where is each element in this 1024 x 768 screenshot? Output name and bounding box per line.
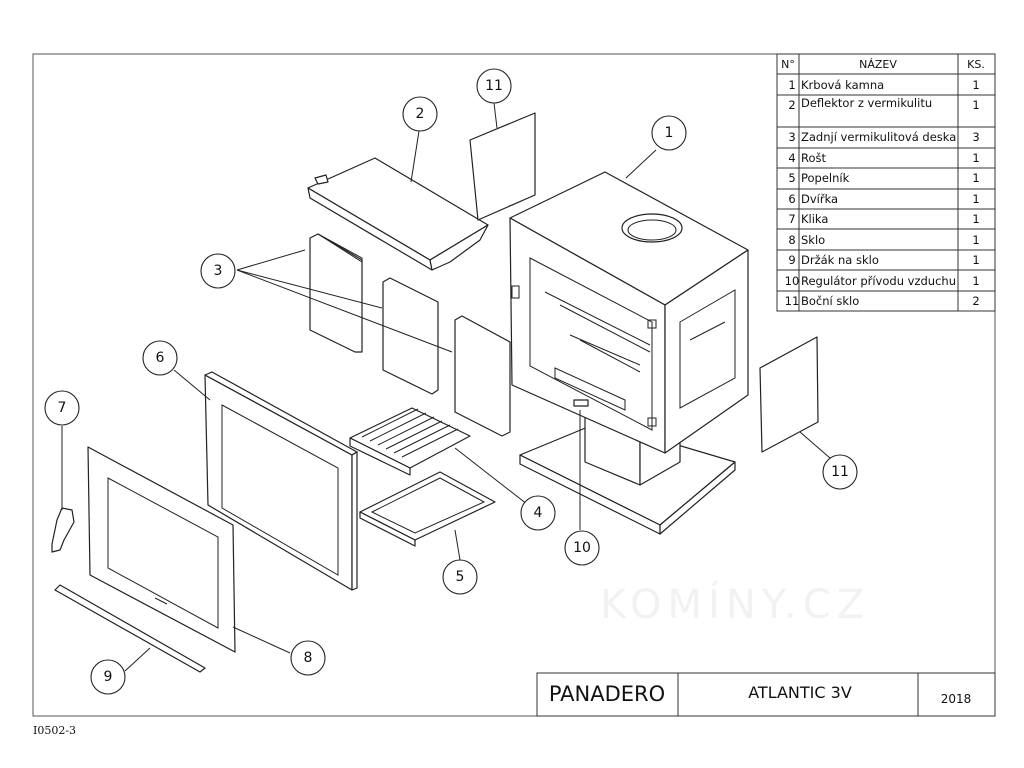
svg-text:Klika: Klika [801,212,828,226]
svg-text:7: 7 [788,212,795,226]
grate-part [349,407,471,476]
ash-pan-part [359,471,496,547]
svg-text:10: 10 [785,274,800,288]
stove-body-part [509,171,749,535]
callout-7: 7 [44,390,80,426]
svg-text:1: 1 [972,151,979,165]
door-part [204,371,358,591]
deflector-part [307,157,489,271]
svg-text:1: 1 [972,212,979,226]
glass-part [87,446,236,653]
svg-text:8: 8 [304,650,313,666]
side-glass-upper-part [469,112,536,221]
svg-text:1: 1 [788,78,795,92]
callout-8: 8 [290,640,326,676]
svg-text:3: 3 [214,263,223,279]
glass-holder-part [54,584,206,673]
brand-name: PANADERO [549,682,665,706]
table-row: 6 Dvířka 1 [788,192,979,206]
svg-text:9: 9 [788,253,795,267]
callout-10: 10 [564,530,600,566]
svg-text:1: 1 [972,274,979,288]
svg-text:2: 2 [972,294,979,308]
callout-11-upper: 11 [476,68,512,104]
svg-text:Deflektor z vermikulitu: Deflektor z vermikulitu [801,96,932,110]
callout-5: 5 [442,559,478,595]
svg-text:7: 7 [58,400,67,416]
svg-text:Rošt: Rošt [801,151,827,165]
callout-11-right: 11 [822,454,858,490]
svg-text:Dvířka: Dvířka [801,192,838,206]
svg-text:1: 1 [972,171,979,185]
table-row: 8 Sklo 1 [788,233,979,247]
table-header-number: N° [781,58,795,71]
svg-text:4: 4 [788,151,795,165]
callout-6: 6 [142,340,178,376]
svg-text:6: 6 [788,192,795,206]
svg-text:11: 11 [831,464,849,480]
handle-part [51,507,75,553]
callout-4: 4 [520,495,556,531]
svg-text:1: 1 [972,78,979,92]
callout-3: 3 [200,253,236,289]
table-row: 4 Rošt 1 [788,151,979,165]
svg-text:2: 2 [416,106,425,122]
callout-1: 1 [651,115,687,151]
svg-text:8: 8 [788,233,795,247]
svg-text:Držák na sklo: Držák na sklo [801,253,879,267]
svg-text:Zadnjí vermikulitová deska: Zadnjí vermikulitová deska [801,130,956,144]
watermark-text: KOMÍNY.CZ [600,580,870,628]
svg-text:Boční sklo: Boční sklo [801,294,859,308]
svg-text:3: 3 [788,130,795,144]
table-header-name: NÁZEV [859,58,897,71]
svg-text:5: 5 [788,171,795,185]
side-glass-right-part [759,336,819,453]
table-row: 11 Boční sklo 2 [785,294,980,308]
vermiculite-plate-part [309,233,511,437]
table-row: 10 Regulátor přívodu vzduchu 1 [785,274,980,288]
table-row: 7 Klika 1 [788,212,979,226]
drawing-year: 2018 [941,692,972,706]
svg-text:1: 1 [972,253,979,267]
callout-2: 2 [402,96,438,132]
svg-text:Krbová kamna: Krbová kamna [801,78,884,92]
table-row: 1 Krbová kamna 1 [788,78,979,92]
svg-text:1: 1 [665,125,674,141]
svg-text:10: 10 [573,540,591,556]
svg-text:9: 9 [104,669,113,685]
table-header-qty: KS. [967,58,985,71]
svg-text:Popelník: Popelník [801,171,850,185]
svg-text:11: 11 [485,78,503,94]
svg-text:1: 1 [972,98,979,112]
table-row: 2 Deflektor z vermikulitu 1 [788,96,979,112]
drawing-code: I0502-3 [33,724,76,737]
drawing-frame [32,53,996,717]
model-name: ATLANTIC 3V [748,683,852,702]
title-block: PANADERO ATLANTIC 3V 2018 [536,672,996,717]
parts-table: N° NÁZEV KS. 1 Krbová kamna 1 2 Deflekto… [776,53,996,312]
svg-text:1: 1 [972,233,979,247]
svg-text:5: 5 [456,569,465,585]
table-row: 9 Držák na sklo 1 [788,253,979,267]
table-row: 3 Zadnjí vermikulitová deska 3 [788,130,979,144]
table-row: 5 Popelník 1 [788,171,979,185]
svg-text:3: 3 [972,130,979,144]
svg-text:4: 4 [534,505,543,521]
svg-text:1: 1 [972,192,979,206]
callout-9: 9 [90,659,126,695]
svg-text:6: 6 [156,350,165,366]
svg-text:Regulátor přívodu vzduchu: Regulátor přívodu vzduchu [801,274,956,288]
leader-lines [61,102,839,672]
svg-text:2: 2 [788,98,795,112]
svg-text:Sklo: Sklo [801,233,825,247]
svg-text:11: 11 [785,294,800,308]
